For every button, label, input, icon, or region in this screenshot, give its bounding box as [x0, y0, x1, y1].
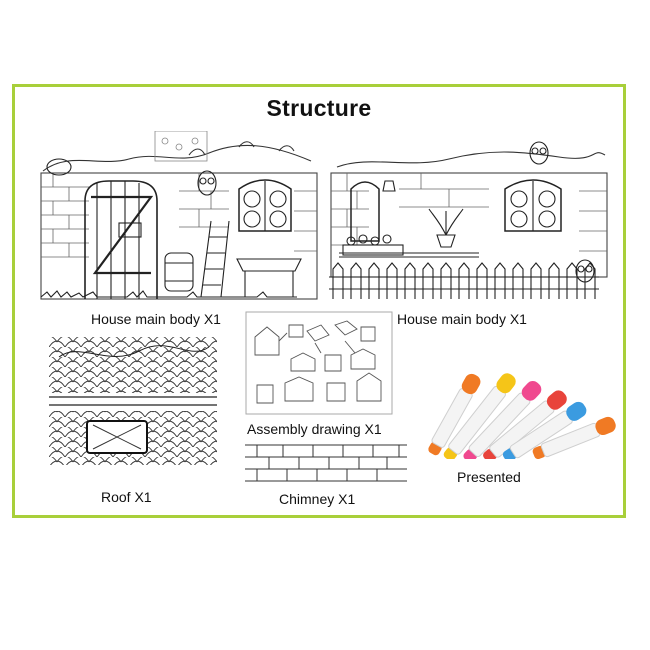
marker-2: [443, 373, 516, 459]
roof-illustration: [49, 337, 217, 465]
assembly-drawing-caption: Assembly drawing X1: [247, 421, 382, 437]
marker-6: [532, 416, 616, 459]
structure-frame: Structure: [12, 84, 626, 518]
marker-5: [502, 401, 587, 459]
marker-3: [463, 380, 542, 459]
house-main-body-caption-2: House main body X1: [397, 311, 527, 327]
markers-illustration: [417, 349, 617, 459]
page-title: Structure: [266, 95, 372, 121]
marker-1: [428, 373, 481, 456]
presented-caption: Presented: [457, 469, 521, 485]
marker-4: [483, 390, 567, 459]
roof-caption: Roof X1: [101, 489, 152, 505]
house-main-body-illustration-1: [39, 131, 319, 303]
chimney-caption: Chimney X1: [279, 491, 356, 507]
house-main-body-caption-1: House main body X1: [91, 311, 221, 327]
chimney-illustration: [243, 441, 409, 485]
house-main-body-illustration-2: [329, 131, 611, 303]
assembly-drawing-illustration: [245, 311, 393, 415]
